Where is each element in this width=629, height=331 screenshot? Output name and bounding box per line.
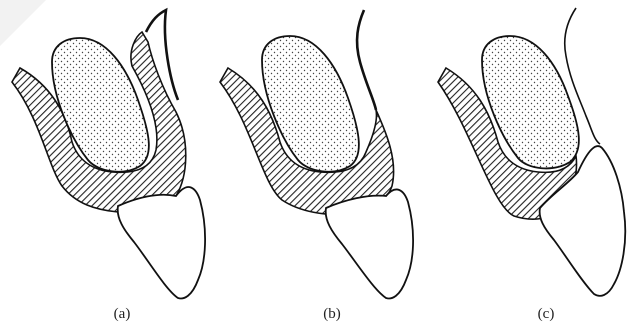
caption-b: (b) (302, 306, 362, 323)
outer-contour (357, 10, 376, 110)
panel-b (220, 10, 413, 298)
panel-a (12, 10, 205, 298)
caption-c: (c) (516, 306, 576, 323)
panel-c (438, 8, 625, 296)
tooth-root (326, 189, 413, 298)
caption-a: (a) (92, 306, 152, 323)
tooth-root (118, 187, 205, 298)
